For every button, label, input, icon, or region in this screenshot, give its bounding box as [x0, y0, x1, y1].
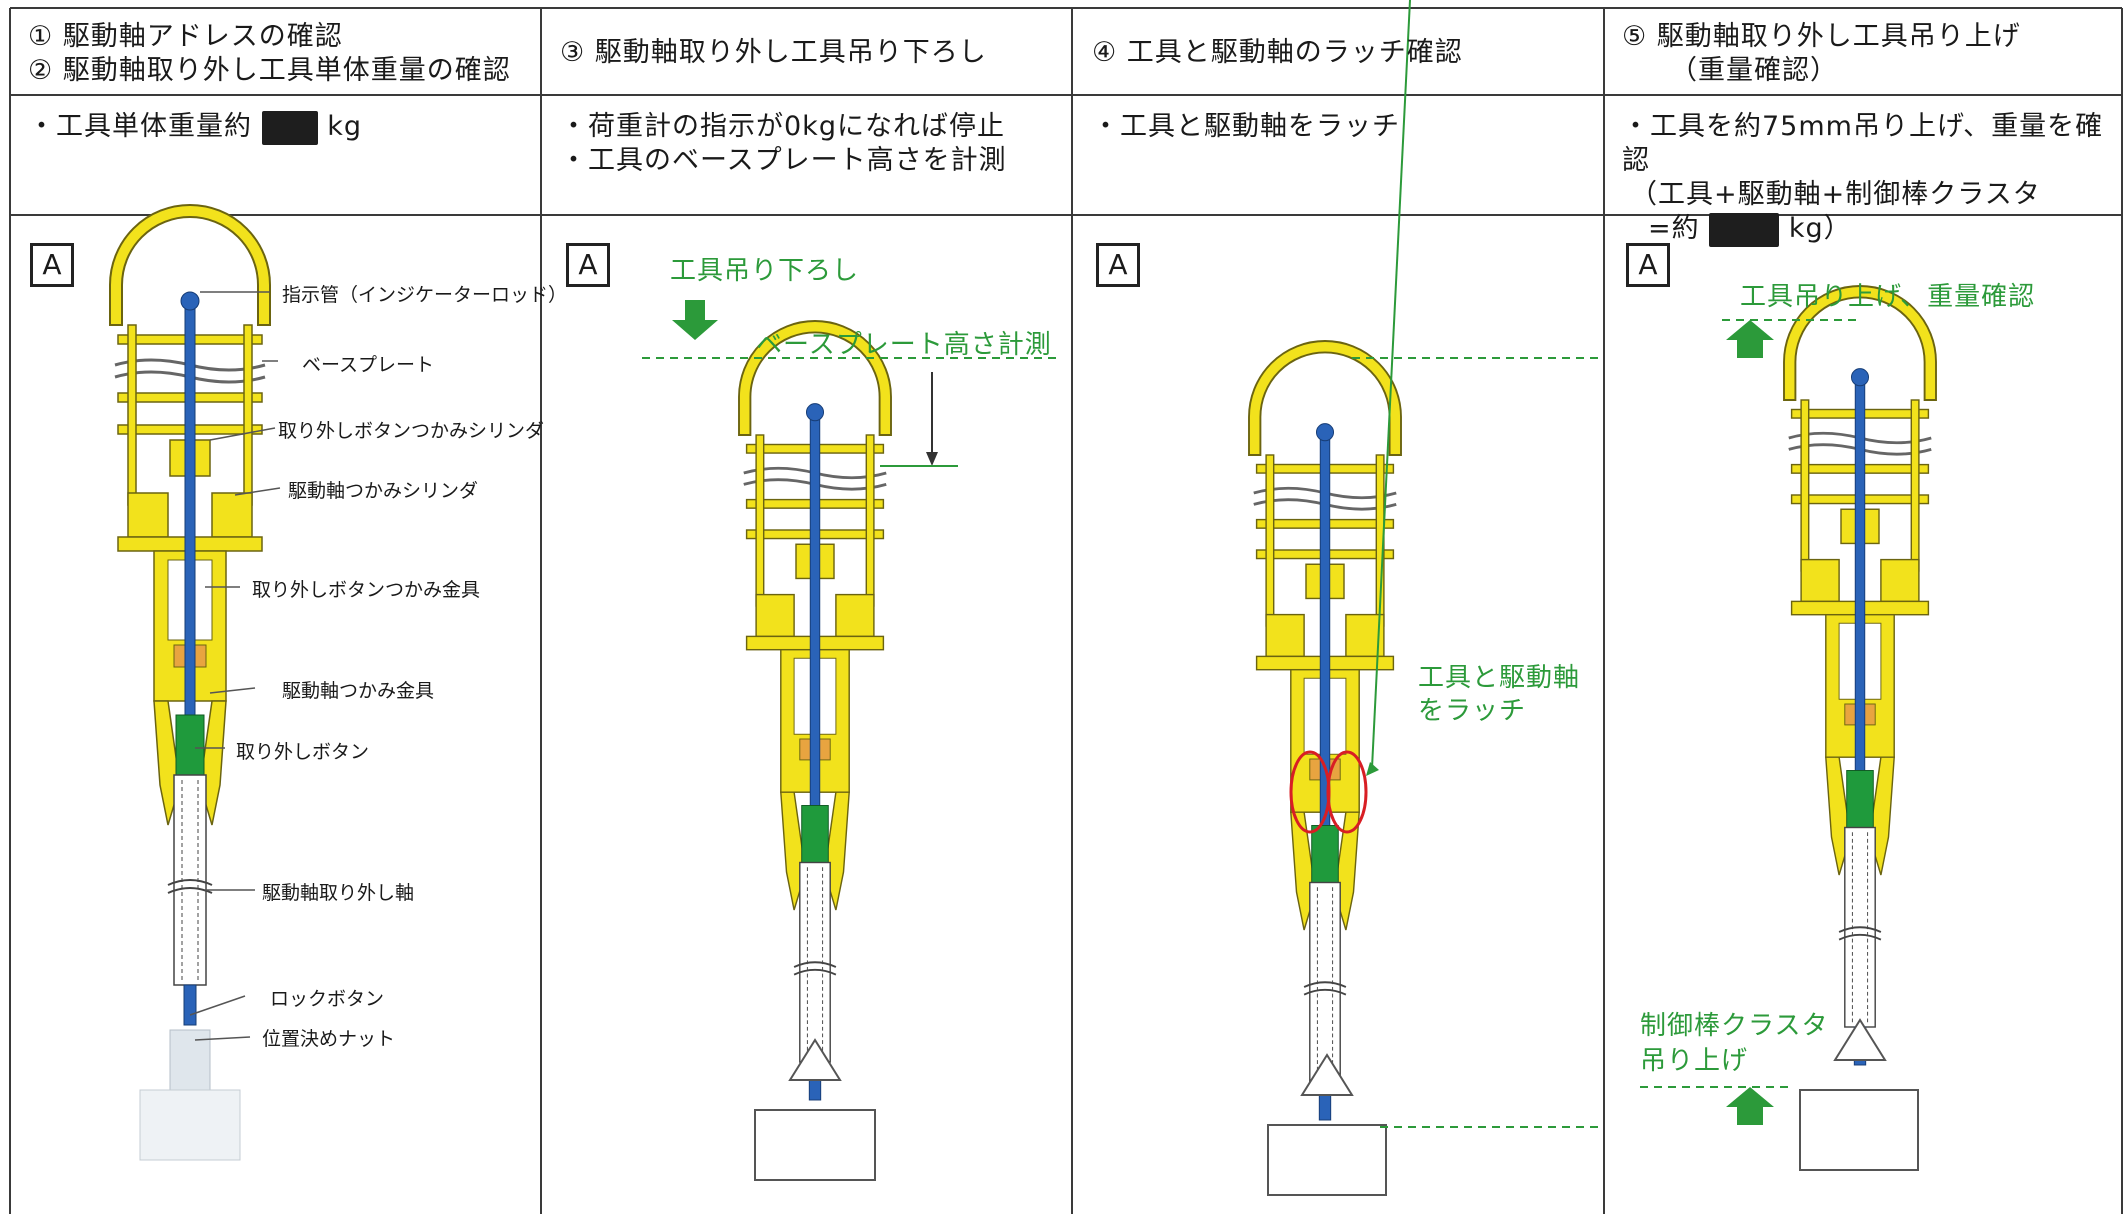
panel-4-drawing [1640, 284, 1938, 1171]
description-line: ・工具と駆動軸をラッチ [1092, 111, 1400, 142]
header-line: ② 駆動軸取り外し工具単体重量の確認 [28, 55, 511, 86]
annotation-cluster-lift-1: 制御棒クラスタ [1640, 1011, 1829, 1041]
annotation-base-plate-measure: ベースプレート高さ計測 [756, 330, 1052, 360]
description-step-5: ・工具を約75mm吊り上げ、重量を確認 （工具+駆動軸+制御棒クラスタ =約 k… [1622, 110, 2123, 247]
annotation-latch-line-2: をラッチ [1418, 696, 1527, 726]
annotation-cluster-lift-2: 吊り上げ [1640, 1046, 1749, 1076]
view-label-box: A [1626, 243, 1670, 287]
description-unit: kg [327, 111, 362, 142]
description-step-4: ・工具と駆動軸をラッチ [1092, 110, 1400, 144]
panel-3-drawing [1247, 0, 1604, 1196]
view-label-box: A [1096, 243, 1140, 287]
callout-release-shaft: 駆動軸取り外し軸 [262, 882, 415, 904]
description-line: ・荷重計の指示が0kgになれば停止 [560, 111, 1005, 142]
callout-release-button: 取り外しボタン [236, 741, 370, 763]
callout-indicator-rod: 指示管（インジケーターロッド） [282, 284, 568, 306]
header-step-4: ④ 工具と駆動軸のラッチ確認 [1092, 36, 1463, 70]
header-line: ④ 工具と駆動軸のラッチ確認 [1092, 37, 1463, 68]
view-label-box: A [30, 243, 74, 287]
callout-button-grip-fitting: 取り外しボタンつかみ金具 [252, 579, 481, 601]
callout-button-grip-cylinder: 取り外しボタンつかみシリンダ [278, 420, 545, 442]
description-text: =約 [1648, 213, 1700, 244]
header-step-5: ⑤ 駆動軸取り外し工具吊り上げ （重量確認） [1622, 20, 2021, 88]
annotation-tool-lowering: 工具吊り下ろし [670, 256, 860, 286]
callout-shaft-grip-cylinder: 駆動軸つかみシリンダ [288, 480, 479, 502]
callout-lock-button: ロックボタン [270, 988, 385, 1010]
header-line: ⑤ 駆動軸取り外し工具吊り上げ [1622, 21, 2021, 52]
redacted-value [261, 110, 318, 145]
description-line: （工具+駆動軸+制御棒クラスタ [1630, 179, 2041, 210]
annotation-latch-line-1: 工具と駆動軸 [1418, 663, 1581, 693]
header-step-1-2: ① 駆動軸アドレスの確認 ② 駆動軸取り外し工具単体重量の確認 [28, 20, 511, 88]
annotation-tool-lift: 工具吊り上げ、重量確認 [1740, 282, 2036, 312]
description-unit: kg） [1788, 213, 1852, 244]
description-step-3: ・荷重計の指示が0kgになれば停止 ・工具のベースプレート高さを計測 [560, 110, 1007, 178]
header-line: ① 駆動軸アドレスの確認 [28, 21, 343, 52]
callout-shaft-grip-fitting: 駆動軸つかみ金具 [282, 680, 435, 702]
view-label-box: A [566, 243, 610, 287]
panel-1-drawing [108, 203, 281, 1161]
panel-2-drawing [642, 300, 1062, 1181]
header-line: （重量確認） [1670, 55, 1838, 86]
table-grid [9, 7, 2123, 1214]
header-step-3: ③ 駆動軸取り外し工具吊り下ろし [560, 36, 987, 70]
description-line: ・工具を約75mm吊り上げ、重量を確認 [1622, 111, 2104, 176]
header-line: ③ 駆動軸取り外し工具吊り下ろし [560, 37, 987, 68]
description-line: ・工具のベースプレート高さを計測 [560, 145, 1007, 176]
description-line: =約 kg） [1622, 212, 2123, 247]
redacted-value [1709, 212, 1780, 247]
callout-positioning-nut: 位置決めナット [262, 1028, 396, 1050]
description-step-1-2: ・工具単体重量約 kg [28, 110, 362, 145]
callout-base-plate: ベースプレート [302, 354, 435, 376]
description-text: ・工具単体重量約 [28, 111, 252, 142]
